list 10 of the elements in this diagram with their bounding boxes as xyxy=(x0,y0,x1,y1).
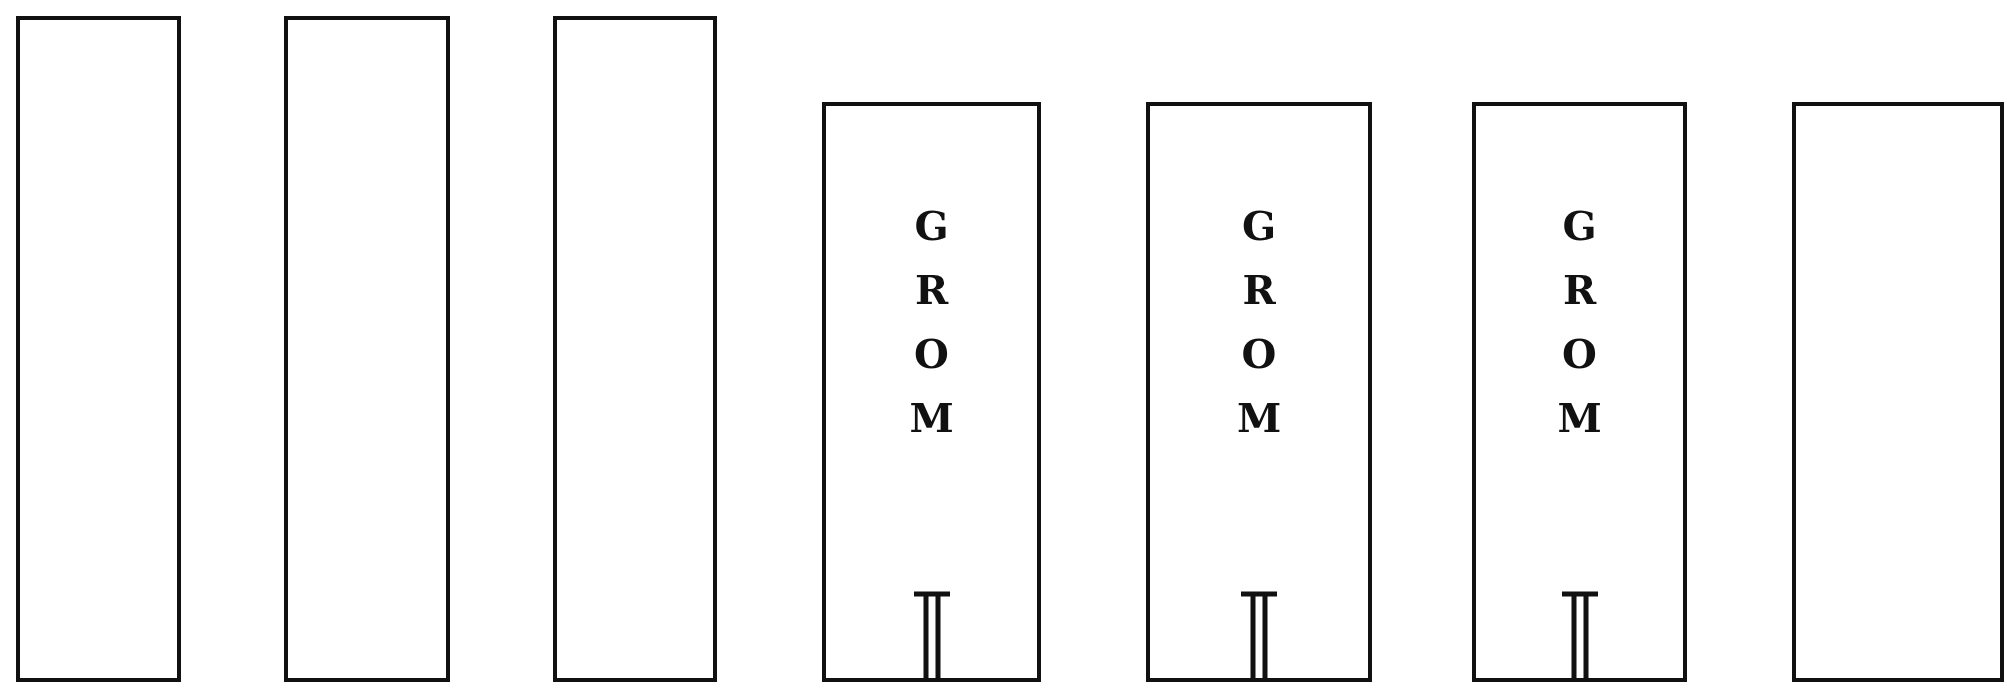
chip-label: GROM xyxy=(1557,201,1602,443)
empty-box xyxy=(16,16,181,682)
chip-label: GROM xyxy=(1237,201,1281,443)
empty-box xyxy=(1792,102,2004,682)
chip-box xyxy=(822,102,1041,682)
chip-label: GROM xyxy=(909,201,954,443)
empty-box xyxy=(284,16,450,682)
empty-box xyxy=(553,16,717,682)
chip-box xyxy=(1472,102,1687,682)
chip-box xyxy=(1146,102,1372,682)
